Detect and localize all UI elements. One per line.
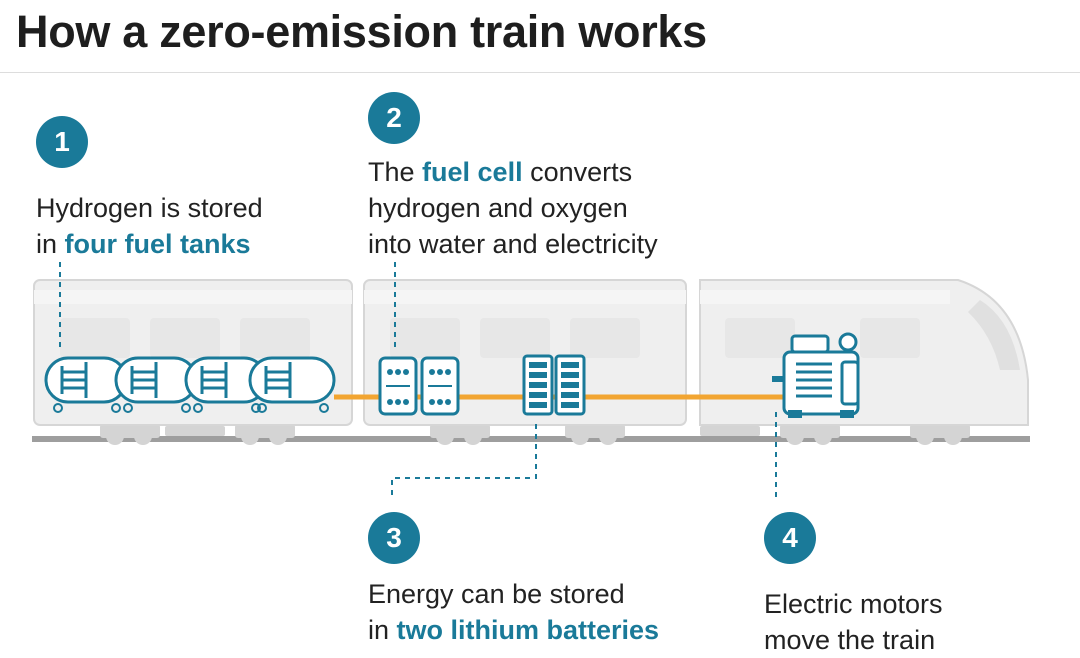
windshield [968, 300, 1020, 370]
step-2-text: The fuel cell converts hydrogen and oxyg… [368, 154, 658, 262]
rail [32, 436, 1030, 442]
battery-icon [554, 354, 586, 416]
step-3-text: Energy can be stored in two lithium batt… [368, 576, 659, 648]
battery-icon [522, 354, 554, 416]
fuel-cell-group [378, 356, 460, 416]
step-4-line-2: move the train [764, 625, 936, 655]
step-badge-4: 4 [764, 512, 816, 564]
step-2-line-1-prefix: The [368, 157, 423, 187]
step-4-text: Electric motors move the train [764, 586, 943, 658]
step-3-line-2-prefix: in [368, 615, 397, 645]
fuel-tank-icon [248, 356, 336, 413]
electric-motor-icon [772, 332, 860, 418]
title-divider [0, 72, 1080, 73]
infographic-title: How a zero-emission train works [16, 6, 707, 57]
step-4-line-1: Electric motors [764, 589, 943, 619]
train-wheels [100, 424, 970, 445]
battery-group [522, 354, 586, 416]
fuel-tank-group [44, 356, 336, 413]
leader-lines [59, 262, 777, 500]
step-2-line-1: The fuel cell converts [368, 154, 658, 190]
step-badge-3: 3 [368, 512, 420, 564]
step-3-highlight: two lithium batteries [396, 615, 660, 645]
fuel-tank-icon [44, 356, 128, 413]
step-badge-2: 2 [368, 92, 420, 144]
step-1-text: Hydrogen is stored in four fuel tanks [36, 190, 263, 262]
step-2-line-2: hydrogen and oxygen [368, 193, 628, 223]
step-1-highlight: four fuel tanks [64, 229, 251, 259]
step-3-line-2: in two lithium batteries [368, 612, 659, 648]
step-2-highlight: fuel cell [422, 157, 523, 187]
step-2-line-1-suffix: converts [522, 157, 633, 187]
step-1-line-2: in four fuel tanks [36, 226, 263, 262]
step-3-line-1: Energy can be stored [368, 579, 625, 609]
step-badge-1: 1 [36, 116, 88, 168]
step-1-line-2-prefix: in [36, 229, 65, 259]
fuel-tank-icon [184, 356, 268, 413]
step-2-line-3: into water and electricity [368, 229, 658, 259]
fuel-cell-icon [420, 356, 460, 416]
fuel-tank-icon [114, 356, 198, 413]
fuel-cell-icon [378, 356, 418, 416]
step-1-line-1: Hydrogen is stored [36, 193, 263, 223]
